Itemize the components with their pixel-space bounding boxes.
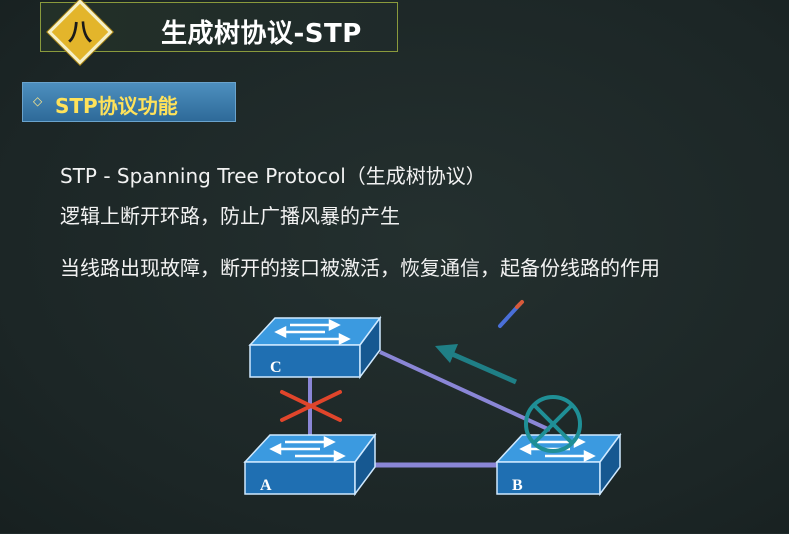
title-number: 八	[68, 18, 92, 46]
topology-svg: C A	[243, 300, 622, 497]
switch-c-label: C	[270, 359, 282, 376]
switch-c-side	[359, 315, 381, 380]
section-tag: ◇ STP协议功能	[22, 82, 236, 122]
switch-a-side	[354, 432, 376, 497]
switch-a-arrows-icon	[269, 435, 346, 463]
switch-a-label: A	[260, 477, 272, 494]
switch-a: A	[243, 432, 377, 497]
body-line-stp-definition: STP - Spanning Tree Protocol（生成树协议）	[60, 164, 486, 188]
blocked-link-x-icon	[280, 390, 342, 422]
switch-b: B	[495, 432, 622, 497]
switch-c-arrows-icon	[274, 318, 351, 346]
switch-b-side	[599, 432, 621, 497]
page-title: 生成树协议-STP	[161, 19, 362, 49]
switch-c: C	[248, 315, 382, 380]
body-line-break-loop: 逻辑上断开环路，防止广播风暴的产生	[60, 204, 400, 228]
switch-c-front	[249, 344, 361, 378]
diamond-bullet-icon: ◇	[33, 94, 43, 108]
section-title: STP协议功能	[55, 94, 178, 118]
pen-icon	[498, 300, 524, 328]
cross-circle-icon	[524, 395, 582, 453]
teal-arrow-icon	[435, 344, 518, 385]
switch-b-label: B	[512, 477, 523, 494]
link-c-b	[379, 350, 551, 432]
title-bar: 八 生成树协议-STP	[40, 0, 398, 65]
switch-a-front	[244, 461, 356, 495]
stp-topology-diagram: C A	[230, 290, 650, 530]
body-line-backup: 当线路出现故障，断开的接口被激活，恢复通信，起备份线路的作用	[60, 256, 660, 280]
